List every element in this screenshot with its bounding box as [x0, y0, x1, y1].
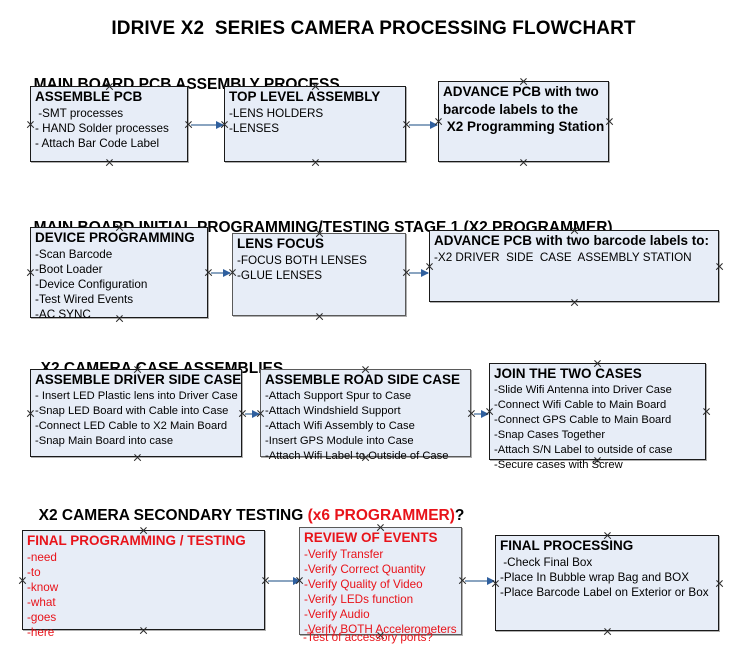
node-line: -AC SYNC	[35, 308, 91, 321]
node-line: -Connect GPS Cable to Main Board	[494, 414, 672, 426]
node-review-of-events[interactable]: REVIEW OF EVENTS -Verify Transfer -Verif…	[299, 527, 462, 636]
node-line: -Verify Transfer	[304, 548, 384, 561]
node-line: -Check Final Box	[500, 556, 593, 569]
node-line: -SMT processes	[35, 107, 124, 120]
node-line-overflow: -Test of accessory ports?	[303, 631, 433, 644]
connector-arrow	[409, 268, 429, 277]
node-line: -Verify LEDs function	[304, 593, 414, 606]
node-line: -Boot Loader	[35, 263, 103, 276]
section-heading-4-tail: ?	[454, 507, 465, 524]
node-line: -Verify Quality of Video	[304, 578, 423, 591]
node-line: -goes	[27, 611, 57, 624]
node-title: ASSEMBLE ROAD SIDE CASE	[265, 372, 461, 387]
node-line: - Insert LED Plastic lens into Driver Ca…	[35, 390, 238, 402]
connector-arrow	[268, 576, 301, 585]
node-title: ADVANCE PCB with two barcode labels to:	[434, 233, 710, 248]
node-top-level-assembly[interactable]: TOP LEVEL ASSEMBLY -LENS HOLDERS -LENSES	[224, 86, 406, 162]
node-line: -Attach S/N Label to outside of case	[494, 444, 673, 456]
node-title: FINAL PROGRAMMING / TESTING	[27, 533, 246, 548]
connector-arrow	[191, 120, 224, 129]
node-advance-pcb-station[interactable]: ADVANCE PCB with two barcode labels to t…	[438, 81, 609, 162]
node-line: -here	[27, 626, 55, 639]
node-line: - HAND Solder processes	[35, 122, 169, 135]
section-heading-4-accent: (x6 PROGRAMMER)	[307, 507, 455, 524]
node-line: -Snap LED Board with Cable into Case	[35, 405, 229, 417]
node-line: -Slide Wifi Antenna into Driver Case	[494, 384, 672, 396]
node-line: -Verify Correct Quantity	[304, 563, 426, 576]
node-line: -Connect Wifi Cable to Main Board	[494, 399, 667, 411]
connector-arrow	[409, 120, 438, 129]
node-final-processing[interactable]: FINAL PROCESSING -Check Final Box -Place…	[495, 535, 719, 631]
node-title: FINAL PROCESSING	[500, 538, 634, 553]
node-line: -Device Configuration	[35, 278, 148, 291]
node-line: -FOCUS BOTH LENSES	[237, 254, 367, 267]
node-title: ASSEMBLE DRIVER SIDE CASE	[35, 372, 242, 387]
node-title: DEVICE PROGRAMMING	[35, 230, 195, 245]
node-line: -Snap Cases Together	[494, 429, 606, 441]
node-line: -Connect LED Cable to X2 Main Board	[35, 420, 228, 432]
node-assemble-driver-side-case[interactable]: ASSEMBLE DRIVER SIDE CASE - Insert LED P…	[30, 369, 242, 457]
node-line: -Snap Main Board into case	[35, 435, 174, 447]
section-heading-4: X2 CAMERA SECONDARY TESTING (x6 PROGRAMM…	[30, 489, 465, 525]
node-line: -Place In Bubble wrap Bag and BOX	[500, 571, 690, 584]
connector-arrow	[465, 576, 495, 585]
node-line: -to	[27, 566, 41, 579]
node-final-programming-testing[interactable]: FINAL PROGRAMMING / TESTING -need -to -k…	[22, 530, 265, 639]
node-line: -Attach Windshield Support	[265, 405, 401, 417]
node-line: -Place Barcode Label on Exterior or Box	[500, 586, 709, 599]
page-title: IDRIVE X2 SERIES CAMERA PROCESSING FLOWC…	[111, 18, 636, 39]
connector-arrow	[474, 409, 489, 418]
node-line: -Attach Support Spur to Case	[265, 390, 412, 402]
node-line: -Verify BOTH Accelerometers	[304, 623, 457, 636]
node-line: -Verify Audio	[304, 608, 370, 621]
node-line: -need	[27, 551, 57, 564]
node-line: -know	[27, 581, 59, 594]
node-device-programming[interactable]: DEVICE PROGRAMMING -Scan Barcode -Boot L…	[30, 227, 208, 321]
node-title: REVIEW OF EVENTS	[304, 530, 438, 545]
connector-arrow	[211, 268, 231, 277]
node-assemble-pcb[interactable]: ASSEMBLE PCB -SMT processes - HAND Solde…	[30, 86, 188, 162]
node-line: -X2 DRIVER SIDE CASE ASSEMBLY STATION	[434, 251, 692, 264]
node-title: ASSEMBLE PCB	[35, 89, 143, 104]
node-title: JOIN THE TWO CASES	[494, 366, 642, 381]
node-line: -Attach Wifi Label to Outside of Case	[265, 450, 449, 462]
node-line: -Secure cases with Screw	[494, 459, 623, 471]
node-lens-focus[interactable]: LENS FOCUS -FOCUS BOTH LENSES -GLUE LENS…	[232, 233, 406, 316]
node-line: -what	[27, 596, 56, 609]
node-title: LENS FOCUS	[237, 236, 325, 251]
node-line: -GLUE LENSES	[237, 269, 323, 282]
node-title: TOP LEVEL ASSEMBLY	[229, 89, 381, 104]
node-line: -Scan Barcode	[35, 248, 113, 261]
node-line: -LENSES	[229, 122, 280, 135]
node-line: barcode labels to the	[443, 102, 579, 117]
node-line: - Attach Bar Code Label	[35, 137, 160, 150]
section-heading-4-text: X2 CAMERA SECONDARY TESTING	[38, 507, 308, 524]
node-line: -Attach Wifi Assembly to Case	[265, 420, 415, 432]
node-assemble-road-side-case[interactable]: ASSEMBLE ROAD SIDE CASE -Attach Support …	[260, 369, 471, 462]
node-join-the-two-cases[interactable]: JOIN THE TWO CASES -Slide Wifi Antenna i…	[489, 363, 706, 471]
node-line: -LENS HOLDERS	[229, 107, 324, 120]
connector-arrow	[245, 409, 260, 418]
node-line: X2 Programming Station	[443, 119, 605, 134]
node-line: -Insert GPS Module into Case	[265, 435, 414, 447]
node-title: ADVANCE PCB with two	[443, 84, 599, 99]
node-advance-pcb-driver-side[interactable]: ADVANCE PCB with two barcode labels to: …	[429, 230, 719, 302]
node-line: -Test Wired Events	[35, 293, 134, 306]
